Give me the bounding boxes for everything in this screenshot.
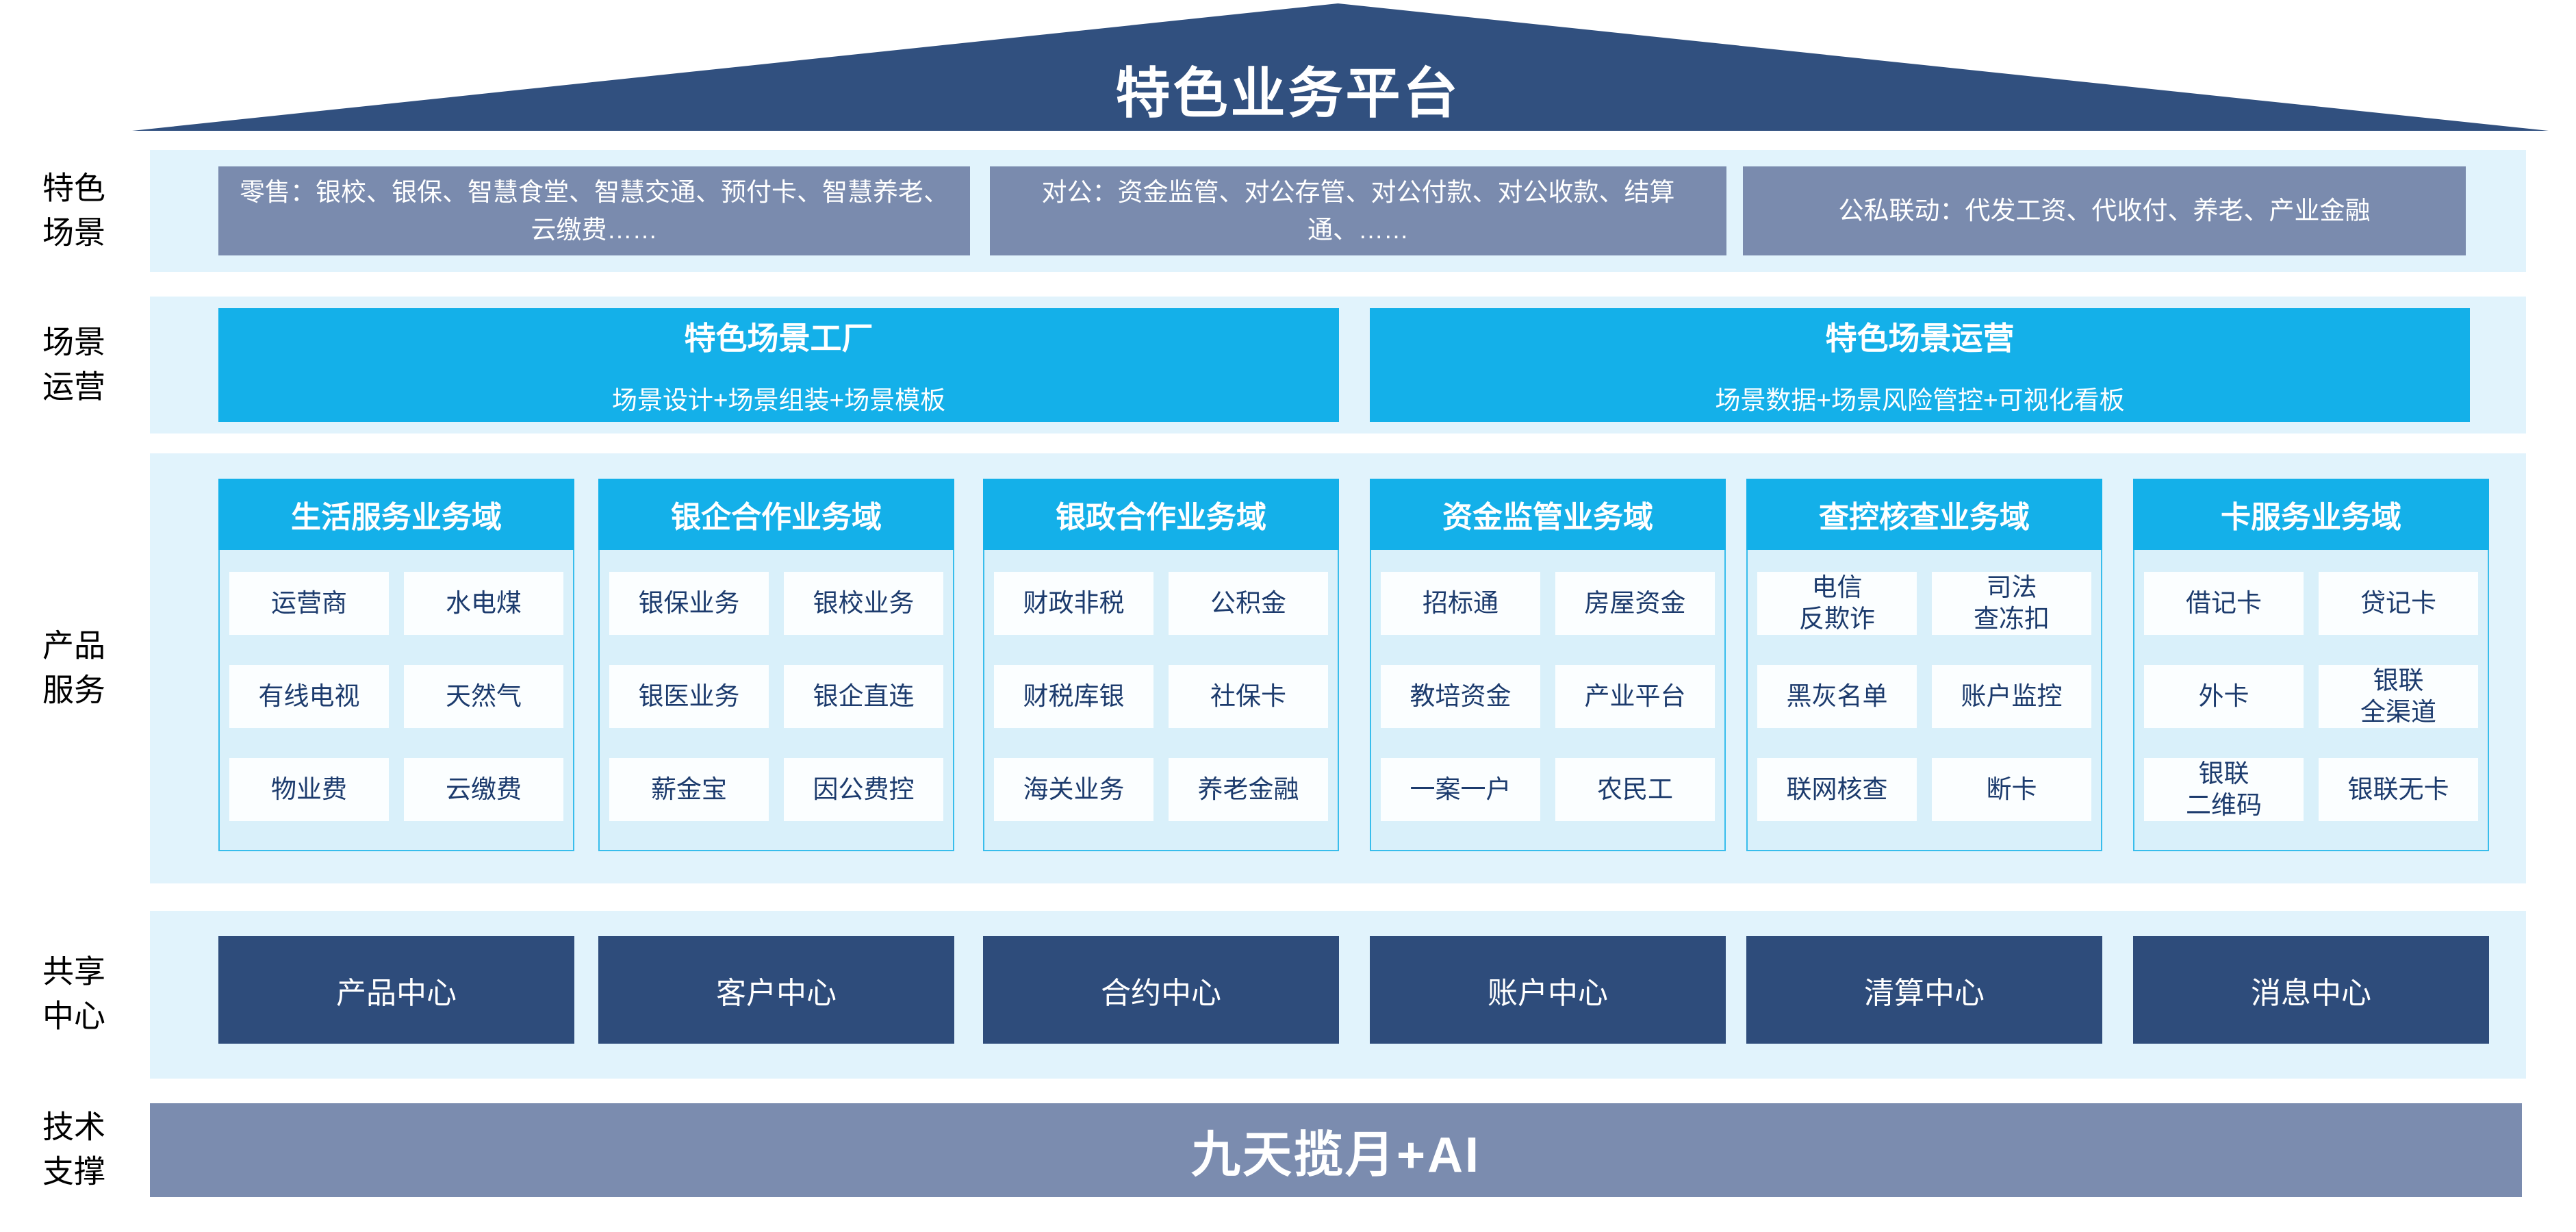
column-panel: 招标通 房屋资金 教培资金 产业平台 一案一户 农民工 <box>1370 550 1726 851</box>
product-column-inquiry-control: 查控核查业务域 电信 反欺诈 司法 查冻扣 黑灰名单 账户监控 联网核查 断卡 <box>1746 479 2102 851</box>
column-header: 资金监管业务域 <box>1370 479 1726 550</box>
product-cell: 联网核查 <box>1757 758 1917 821</box>
scene-factory-title: 特色场景工厂 <box>684 320 873 356</box>
product-cell: 薪金宝 <box>609 758 769 821</box>
scene-factory-subtitle: 场景设计+场景组装+场景模板 <box>611 386 946 414</box>
scene-factory-box: 特色场景工厂 场景设计+场景组装+场景模板 <box>218 308 1339 422</box>
product-cell: 农民工 <box>1555 758 1715 821</box>
product-cell: 产业平台 <box>1555 665 1715 728</box>
products-band: 生活服务业务域 运营商 水电煤 有线电视 天然气 物业费 云缴费 银企合作业务域… <box>150 453 2526 883</box>
product-cell: 运营商 <box>229 572 389 635</box>
product-cell: 一案一户 <box>1381 758 1540 821</box>
column-header: 卡服务业务域 <box>2133 479 2489 550</box>
platform-title: 特色业务平台 <box>1115 63 1461 124</box>
scene-operation-title: 特色场景运营 <box>1825 320 2015 356</box>
center-box-customer: 客户中心 <box>598 936 954 1044</box>
scene-operation-subtitle: 场景数据+场景风险管控+可视化看板 <box>1715 386 2125 414</box>
product-cell: 电信 反欺诈 <box>1757 572 1917 635</box>
center-box-message: 消息中心 <box>2133 936 2489 1044</box>
product-cell: 海关业务 <box>994 758 1153 821</box>
center-box-clearing: 清算中心 <box>1746 936 2102 1044</box>
product-cell: 天然气 <box>404 665 563 728</box>
product-cell: 银保业务 <box>609 572 769 635</box>
product-column-card-services: 卡服务业务域 借记卡 贷记卡 外卡 银联 全渠道 银联 二维码 银联无卡 <box>2133 479 2489 851</box>
product-cell: 云缴费 <box>404 758 563 821</box>
product-cell: 养老金融 <box>1169 758 1328 821</box>
column-panel: 运营商 水电煤 有线电视 天然气 物业费 云缴费 <box>218 550 574 851</box>
scene-box-corporate: 对公：资金监管、对公存管、对公付款、对公收款、结算通、…… <box>990 166 1726 255</box>
scene-box-retail: 零售：银校、银保、智慧食堂、智慧交通、预付卡、智慧养老、云缴费…… <box>218 166 970 255</box>
row-label-operations: 场景 运营 <box>42 324 105 405</box>
centers-band: 产品中心 客户中心 合约中心 账户中心 清算中心 消息中心 <box>150 911 2526 1079</box>
operations-band: 特色场景工厂 场景设计+场景组装+场景模板 特色场景运营 场景数据+场景风险管控… <box>150 297 2526 433</box>
center-box-contract: 合约中心 <box>983 936 1339 1044</box>
product-cell: 银医业务 <box>609 665 769 728</box>
product-cell: 外卡 <box>2144 665 2304 728</box>
column-header: 银政合作业务域 <box>983 479 1339 550</box>
product-cell: 房屋资金 <box>1555 572 1715 635</box>
column-header: 生活服务业务域 <box>218 479 574 550</box>
product-cell: 物业费 <box>229 758 389 821</box>
center-box-product: 产品中心 <box>218 936 574 1044</box>
product-cell: 社保卡 <box>1169 665 1328 728</box>
product-cell: 黑灰名单 <box>1757 665 1917 728</box>
row-label-tech: 技术 支撑 <box>42 1109 105 1190</box>
column-header: 查控核查业务域 <box>1746 479 2102 550</box>
product-cell: 借记卡 <box>2144 572 2304 635</box>
row-label-scenes: 特色 场景 <box>42 170 105 251</box>
product-cell: 银企直连 <box>784 665 943 728</box>
column-panel: 财政非税 公积金 财税库银 社保卡 海关业务 养老金融 <box>983 550 1339 851</box>
product-cell: 因公费控 <box>784 758 943 821</box>
row-label-centers: 共享 中心 <box>42 953 105 1034</box>
scene-operation-box: 特色场景运营 场景数据+场景风险管控+可视化看板 <box>1370 308 2470 422</box>
column-panel: 银保业务 银校业务 银医业务 银企直连 薪金宝 因公费控 <box>598 550 954 851</box>
product-cell: 银联 二维码 <box>2144 758 2304 821</box>
row-label-products: 产品 服务 <box>42 627 105 708</box>
product-cell: 银校业务 <box>784 572 943 635</box>
product-column-fund-supervision: 资金监管业务域 招标通 房屋资金 教培资金 产业平台 一案一户 农民工 <box>1370 479 1726 851</box>
product-cell: 财政非税 <box>994 572 1153 635</box>
column-header: 银企合作业务域 <box>598 479 954 550</box>
column-panel: 电信 反欺诈 司法 查冻扣 黑灰名单 账户监控 联网核查 断卡 <box>1746 550 2102 851</box>
product-cell: 贷记卡 <box>2319 572 2478 635</box>
product-cell: 教培资金 <box>1381 665 1540 728</box>
product-column-life-services: 生活服务业务域 运营商 水电煤 有线电视 天然气 物业费 云缴费 <box>218 479 574 851</box>
tech-support-banner: 九天揽月+AI <box>150 1103 2522 1197</box>
scenes-band: 零售：银校、银保、智慧食堂、智慧交通、预付卡、智慧养老、云缴费…… 对公：资金监… <box>150 150 2526 272</box>
product-cell: 招标通 <box>1381 572 1540 635</box>
product-cell: 财税库银 <box>994 665 1153 728</box>
product-cell: 账户监控 <box>1932 665 2091 728</box>
product-column-bank-government: 银政合作业务域 财政非税 公积金 财税库银 社保卡 海关业务 养老金融 <box>983 479 1339 851</box>
product-cell: 水电煤 <box>404 572 563 635</box>
product-cell: 银联无卡 <box>2319 758 2478 821</box>
column-panel: 借记卡 贷记卡 外卡 银联 全渠道 银联 二维码 银联无卡 <box>2133 550 2489 851</box>
product-column-bank-enterprise: 银企合作业务域 银保业务 银校业务 银医业务 银企直连 薪金宝 因公费控 <box>598 479 954 851</box>
center-box-account: 账户中心 <box>1370 936 1726 1044</box>
product-cell: 司法 查冻扣 <box>1932 572 2091 635</box>
product-cell: 公积金 <box>1169 572 1328 635</box>
product-cell: 银联 全渠道 <box>2319 665 2478 728</box>
product-cell: 有线电视 <box>229 665 389 728</box>
product-cell: 断卡 <box>1932 758 2091 821</box>
scene-box-public-private: 公私联动：代发工资、代收付、养老、产业金融 <box>1743 166 2466 255</box>
